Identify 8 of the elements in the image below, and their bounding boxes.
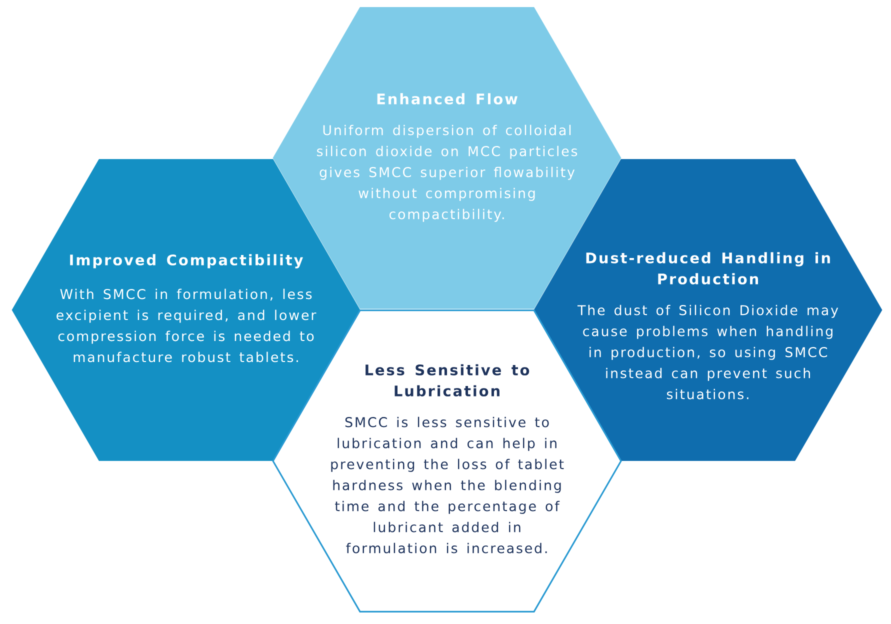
hexagon-heading: Dust-reduced Handling in Production — [586, 252, 830, 284]
hexagon-heading: Less Sensitive to Lubrication — [366, 364, 530, 396]
hexagon-text: SMCC is less sensitive to lubrication and can help in preventing the loss of tablet hardness when the blending time and the percentage of lubricant added in formulation is increased. — [331, 416, 564, 554]
hexagon-heading: Enhanced Flow — [377, 93, 518, 104]
hexagon-heading: Improved Compactibility — [70, 254, 303, 268]
hexagon-text: The dust of Silicon Dioxide may cause problems when handling in production, so using SMCC instead can prevent such situations. — [577, 304, 838, 400]
hexagon-text: Uniform dispersion of colloidal silicon dioxide on MCC particles gives SMCC superior flowability without compromising compactibility. — [317, 124, 578, 222]
hexagon-text: With SMCC in formulation, less excipient is required, and lower compression force is needed to manufacture robust tablets. — [56, 288, 316, 362]
